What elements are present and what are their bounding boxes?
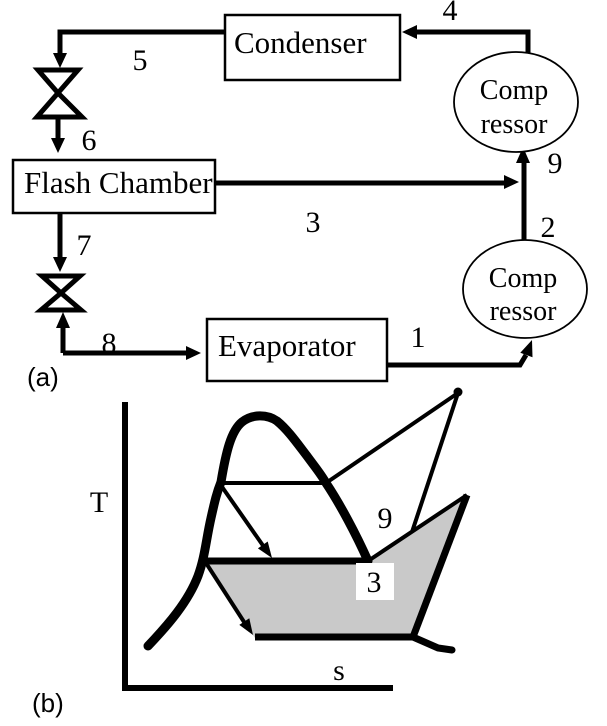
expansion-valve-2-icon bbox=[34, 273, 88, 313]
arrowhead-into-top-compressor-icon bbox=[516, 147, 530, 163]
ts-state-label-9: 9 bbox=[378, 502, 393, 535]
saturation-dome-curve bbox=[143, 411, 373, 651]
mixing-line-3-2 bbox=[366, 493, 469, 563]
condenser-label: Condenser bbox=[234, 25, 367, 60]
y-axis-label: T bbox=[90, 486, 108, 519]
state-label-8: 8 bbox=[102, 327, 117, 360]
line-5-condenser-to-valve1 bbox=[57, 29, 225, 55]
evaporator-box bbox=[205, 317, 389, 383]
flash-chamber-box bbox=[11, 158, 217, 215]
condenser-box bbox=[223, 13, 402, 82]
x-axis-label: s bbox=[333, 654, 345, 687]
compressor-top-label-line2: ressor bbox=[481, 109, 549, 140]
compressor-top-label-line1: Comp bbox=[480, 75, 548, 106]
arrowhead-line3-icon bbox=[504, 175, 519, 189]
arrowhead-into-valve1-icon bbox=[53, 53, 67, 68]
arrowhead-into-evaporator-icon bbox=[186, 346, 201, 360]
expansion-valve-1-icon bbox=[31, 67, 89, 120]
evaporator-label: Evaporator bbox=[218, 328, 356, 363]
part-b-tag: (b) bbox=[32, 688, 64, 718]
compression-line-1-2 bbox=[409, 493, 471, 639]
ts-diagram: T s 9 3 (b) bbox=[32, 387, 471, 718]
arrowhead-up-below-valve2-icon bbox=[56, 312, 70, 328]
state-label-4: 4 bbox=[443, 0, 458, 27]
saturation-dome-tail bbox=[409, 633, 456, 654]
state-label-3: 3 bbox=[306, 206, 321, 239]
compressor-top: Comp ressor bbox=[453, 51, 579, 153]
state-label-7: 7 bbox=[77, 229, 92, 262]
arrowhead-into-valve2-icon bbox=[53, 257, 67, 272]
throttle-arrow-7-8-icon bbox=[204, 561, 253, 635]
state-label-9: 9 bbox=[548, 147, 563, 180]
compressor-bottom: Comp ressor bbox=[462, 239, 588, 339]
arrowhead-into-flash-icon bbox=[51, 138, 65, 153]
state-label-1: 1 bbox=[411, 321, 426, 354]
compressor-bottom-label-line2: ressor bbox=[490, 296, 558, 327]
compression-line-9-4 bbox=[410, 392, 460, 533]
state-label-6: 6 bbox=[82, 124, 97, 157]
compressor-bottom-label-line1: Comp bbox=[489, 263, 557, 294]
flash-chamber-label: Flash Chamber bbox=[24, 165, 213, 200]
state-label-5: 5 bbox=[133, 44, 148, 77]
arrowhead-into-condenser-icon bbox=[402, 25, 417, 39]
ts-state-label-3: 3 bbox=[367, 566, 382, 599]
desuperheat-line-4 bbox=[324, 391, 460, 485]
part-a-tag: (a) bbox=[27, 362, 59, 392]
line-1-evaporator-to-compressor bbox=[388, 353, 529, 368]
ts-state-3-label-box bbox=[356, 563, 394, 600]
state-4-dot-icon bbox=[453, 387, 463, 397]
state-label-2: 2 bbox=[541, 211, 556, 244]
line-4-compressor-to-condenser bbox=[416, 29, 531, 54]
cycle-schematic: Condenser Flash Chamber Evaporator Comp … bbox=[11, 0, 588, 392]
shaded-cycle-region bbox=[205, 495, 467, 638]
throttle-arrow-5-6-icon bbox=[218, 482, 272, 558]
arrowhead-into-bottom-compressor-icon bbox=[520, 340, 533, 358]
